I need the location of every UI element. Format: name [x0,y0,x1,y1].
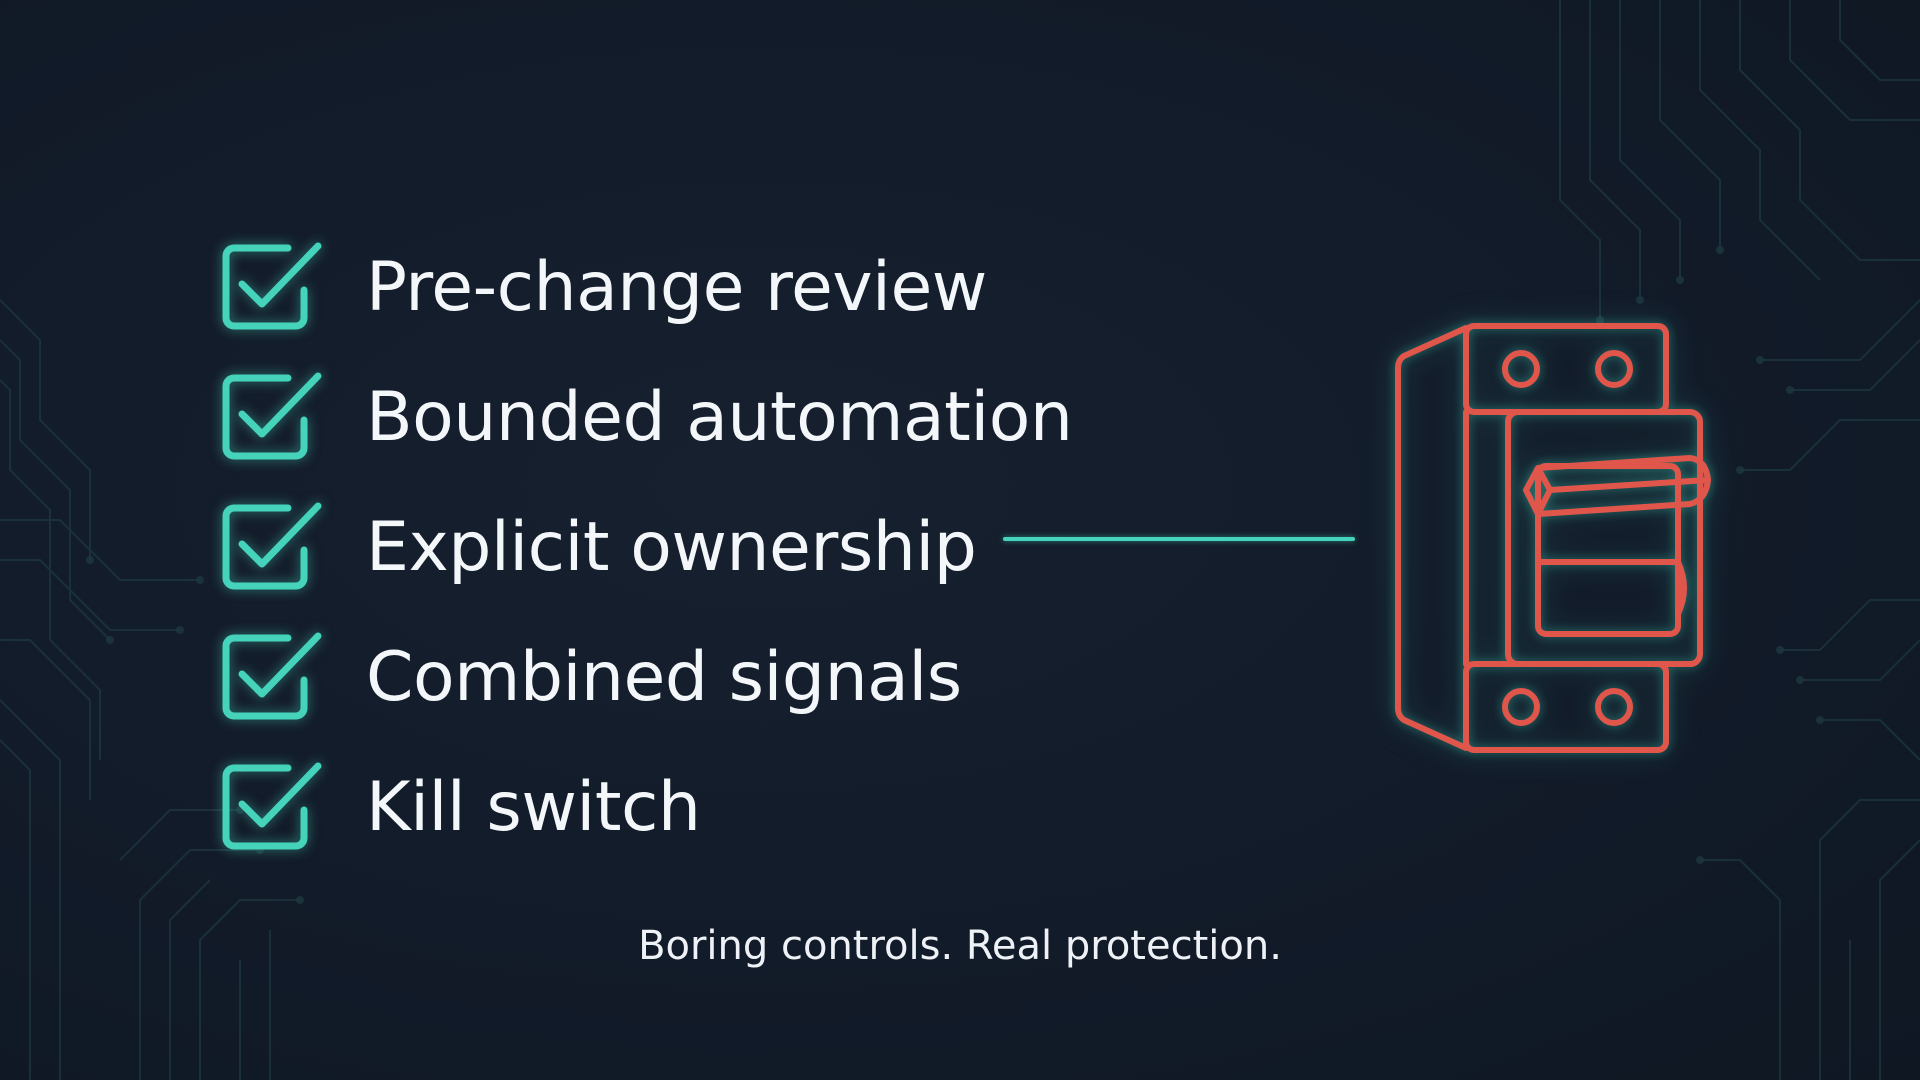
checklist-item: Kill switch [222,743,1102,873]
check-box-icon [222,242,322,330]
checklist-item: Combined signals [222,613,1102,743]
checklist-item-label: Explicit ownership [366,508,977,587]
checklist-item-label: Bounded automation [366,378,1073,457]
connector-line [1003,537,1355,541]
check-box-icon [222,632,322,720]
check-box-icon [222,502,322,590]
check-box-icon [222,762,322,850]
circuit-breaker-icon [1395,323,1711,753]
checklist: Pre-change review Bounded automation Exp… [222,223,1102,873]
checklist-item-label: Pre-change review [366,248,987,327]
checklist-item: Explicit ownership [222,483,1102,613]
checklist-item-label: Combined signals [366,638,962,717]
checklist-item: Bounded automation [222,353,1102,483]
checklist-item-label: Kill switch [366,768,701,847]
checklist-item: Pre-change review [222,223,1102,353]
tagline: Boring controls. Real protection. [638,923,1282,969]
check-box-icon [222,372,322,460]
